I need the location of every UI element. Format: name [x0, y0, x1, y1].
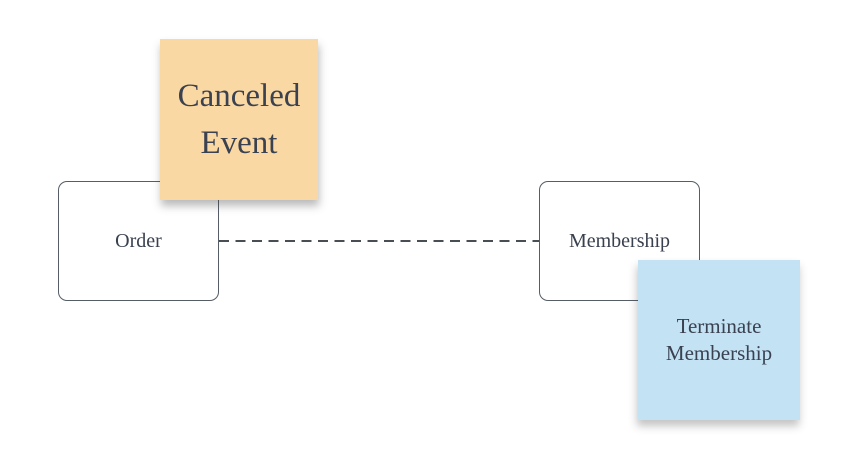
note-line: Membership: [665, 341, 773, 365]
entity-order-label: Order: [115, 229, 162, 252]
sticky-note-canceled-event-text: Canceled Event: [178, 73, 301, 165]
sticky-note-terminate-membership-text: Terminate Membership: [666, 313, 772, 368]
entity-membership-label: Membership: [568, 229, 671, 252]
note-line: Canceled: [177, 78, 301, 115]
sticky-note-terminate-membership[interactable]: Terminate Membership: [638, 260, 800, 420]
note-line: Terminate: [676, 313, 762, 338]
note-line: Event: [200, 124, 278, 161]
sticky-note-canceled-event[interactable]: Canceled Event: [160, 39, 318, 200]
